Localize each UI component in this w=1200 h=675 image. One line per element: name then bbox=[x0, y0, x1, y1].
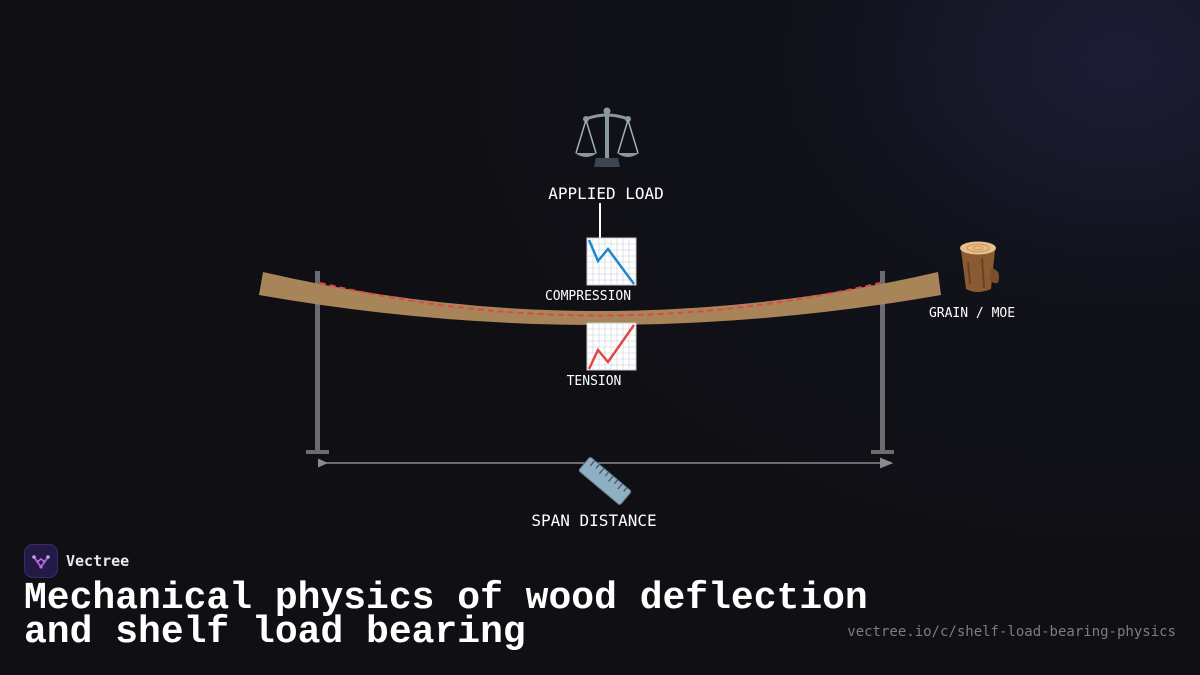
span-start-arrow bbox=[318, 458, 328, 468]
title-line-1: Mechanical physics of wood deflection bbox=[24, 577, 868, 620]
title-line-2: and shelf load bearing bbox=[24, 611, 526, 654]
vectree-logo-icon bbox=[24, 544, 58, 578]
ruler-icon bbox=[578, 457, 632, 505]
brand-name: Vectree bbox=[66, 552, 130, 570]
tension-label: TENSION bbox=[567, 374, 622, 389]
span-distance-label: SPAN DISTANCE bbox=[531, 511, 656, 530]
page-title: Mechanical physics of wood deflection an… bbox=[24, 580, 884, 652]
neutral-axis-line bbox=[319, 282, 881, 317]
applied-load-label: APPLIED LOAD bbox=[548, 184, 664, 203]
chart-decreasing-icon bbox=[586, 237, 637, 286]
compression-label: COMPRESSION bbox=[545, 289, 631, 304]
balance-scale-icon bbox=[575, 107, 639, 167]
grain-moe-label: GRAIN / MOE bbox=[929, 306, 1015, 321]
chart-increasing-icon bbox=[586, 322, 637, 371]
wooden-shelf-beam bbox=[259, 272, 941, 325]
brand: Vectree bbox=[24, 544, 129, 578]
source-url: vectree.io/c/shelf-load-bearing-physics bbox=[847, 624, 1176, 640]
wood-log-icon bbox=[960, 241, 1000, 292]
